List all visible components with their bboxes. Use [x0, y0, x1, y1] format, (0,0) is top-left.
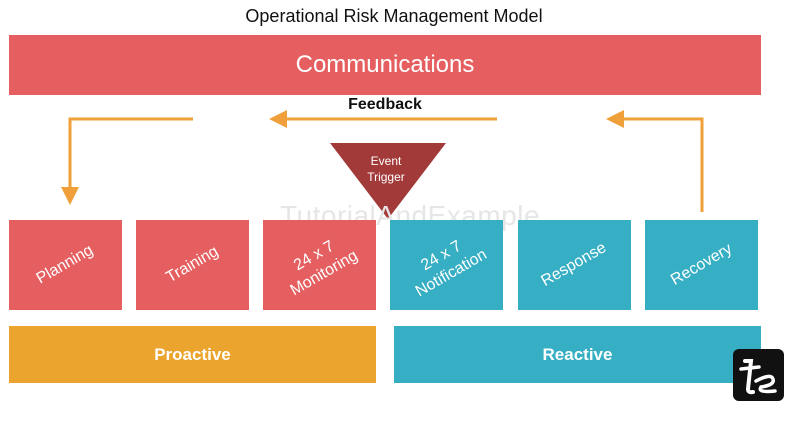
communications-bar: Communications — [9, 35, 761, 95]
feedback-arrow-right — [606, 110, 704, 212]
brand-logo — [733, 349, 784, 401]
event-trigger-label: Event Trigger — [367, 154, 405, 184]
step-label: Training — [163, 242, 222, 287]
step-monitoring: 24 x 7 Monitoring — [263, 220, 376, 310]
diagram-title: Operational Risk Management Model — [245, 6, 543, 26]
step-label: Planning — [34, 241, 97, 288]
event-trigger-triangle — [330, 143, 446, 219]
step-label: Response — [538, 239, 610, 290]
communications-label: Communications — [295, 51, 475, 78]
step-label: 24 x 7 Notification — [412, 237, 490, 301]
logo-icon — [739, 359, 777, 395]
step-training: Training — [136, 220, 249, 310]
phase-reactive-label: Reactive — [542, 344, 613, 364]
phase-proactive: Proactive — [9, 326, 376, 383]
step-recovery: Recovery — [645, 220, 758, 310]
feedback-arrow-left — [61, 117, 193, 205]
step-label: 24 x 7 Monitoring — [287, 237, 361, 300]
step-notification: 24 x 7 Notification — [390, 220, 503, 310]
phase-proactive-label: Proactive — [154, 344, 231, 364]
step-label: Recovery — [667, 240, 735, 289]
step-planning: Planning — [9, 220, 122, 310]
feedback-label: Feedback — [348, 96, 422, 113]
step-response: Response — [518, 220, 631, 310]
phase-reactive: Reactive — [394, 326, 761, 383]
